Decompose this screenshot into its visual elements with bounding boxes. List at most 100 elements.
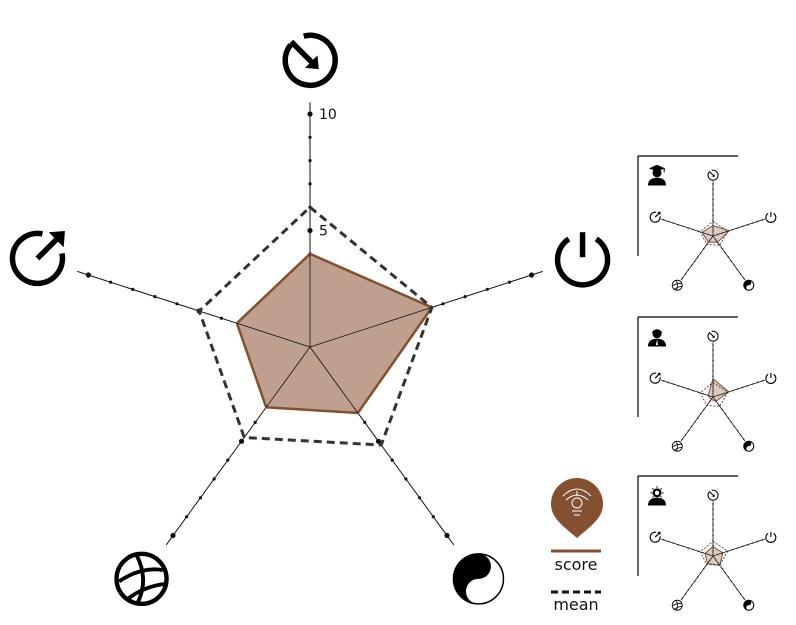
main-axis-tick-mark [441, 302, 445, 306]
small-axis-tick-mark [746, 544, 749, 546]
main-score-polygon [235, 252, 434, 415]
small-axis-tick-mark [742, 597, 745, 599]
small-axis-tick-mark [727, 256, 729, 258]
small-axis-tick-mark [677, 544, 680, 546]
small-axis-tick-mark [730, 260, 732, 262]
small-axis-tick-mark [712, 539, 714, 542]
small-axis-line [660, 379, 714, 398]
small-axis-tick-mark [712, 524, 714, 526]
small-axis-tick-mark [684, 273, 687, 275]
tick-label-10: 10 [319, 107, 337, 123]
small-score-polygon [701, 225, 731, 243]
main-axis-tick-mark [307, 111, 313, 117]
main-axis-tick-mark [185, 515, 189, 519]
main-axis-tick-mark [444, 532, 450, 539]
small-axis-tick-mark [692, 228, 694, 231]
clock-arrow-in-icon [707, 330, 719, 342]
main-axis-tick-mark [170, 532, 176, 539]
small-axis-tick-mark [697, 256, 699, 258]
small-axis-tick-mark [703, 247, 705, 250]
small-mean-polygon [699, 540, 729, 566]
small-axis-tick-mark [672, 222, 675, 224]
small-axis-inner-line [708, 395, 714, 398]
small-axis-line [660, 538, 714, 557]
small-axis-tick-mark [733, 264, 736, 267]
main-axis-tick-mark [418, 496, 422, 500]
small-axis-tick-mark [746, 224, 749, 226]
small-axis-tick-mark [702, 393, 704, 395]
small-axis-tick-mark [733, 425, 736, 428]
main-axis-tick-mark [363, 420, 367, 424]
main-axis-tick-mark [307, 227, 313, 234]
businessman-person-icon [648, 329, 666, 347]
small-axis-tick-mark [697, 230, 699, 232]
main-axis-tick-mark [404, 477, 408, 481]
small-axis-tick-mark [667, 220, 670, 223]
globe-ball-icon [671, 279, 683, 291]
clock-arrow-in-icon [282, 32, 338, 88]
clock-arrow-out-icon [649, 211, 661, 223]
small-axis-inner-line [702, 232, 714, 237]
small-axis-line [712, 396, 746, 442]
small-axis-tick-mark [742, 438, 745, 440]
small-axis-tick-mark [712, 354, 714, 357]
small-axis-tick-mark [756, 220, 759, 223]
small-axis-tick-mark [751, 222, 754, 224]
small-mean-polygon [699, 220, 729, 246]
main-axis-tick-mark [390, 458, 394, 462]
small-axis-tick-mark [730, 580, 732, 582]
small-axis-line [680, 235, 714, 281]
small-radar-panel [637, 155, 777, 291]
main-axis-tick-mark [308, 135, 312, 139]
clock-arrow-out-icon [9, 230, 66, 287]
small-mean-polygon [699, 381, 729, 407]
small-axis-tick-mark [700, 572, 702, 574]
small-axis-tick-mark [721, 408, 723, 411]
small-axis-tick-mark [677, 224, 680, 226]
globe-ball-icon [671, 599, 683, 611]
main-axis-tick-mark [485, 287, 489, 291]
small-axis-tick-mark [682, 386, 684, 389]
small-axis-tick-mark [721, 567, 723, 570]
small-axis-tick-mark [739, 434, 742, 436]
small-axis-tick-mark [742, 277, 745, 279]
small-axis-tick-mark [761, 219, 764, 221]
small-axis-tick-mark [761, 539, 764, 541]
main-axis-tick-mark [219, 316, 223, 320]
small-axis-tick-mark [697, 550, 699, 552]
small-axis-tick-mark [709, 400, 711, 402]
main-axis-tick-mark [85, 272, 91, 278]
small-axis-tick-mark [724, 252, 726, 254]
small-radar-panel [637, 475, 777, 611]
main-axis-tick-mark [212, 477, 216, 481]
small-axis-tick-mark [690, 425, 693, 428]
small-axis-tick-mark [746, 385, 749, 387]
main-axis-inner-line [309, 346, 359, 414]
main-axis-tick-mark [153, 295, 157, 299]
small-axis-tick-mark [681, 597, 684, 599]
small-axis-tick-mark [690, 584, 693, 587]
small-axis-tick-mark [687, 227, 689, 229]
small-axis-tick-mark [692, 548, 694, 551]
small-axis-tick-mark [712, 370, 714, 372]
small-axis-tick-mark [712, 198, 714, 201]
small-axis-tick-mark [737, 547, 739, 549]
small-axis-inner-line [712, 235, 718, 243]
small-axis-tick-mark [712, 508, 714, 510]
small-axis-tick-mark [727, 417, 729, 419]
small-axis-tick-mark [667, 540, 670, 543]
small-radar-panel [637, 316, 777, 452]
small-axis-tick-mark [756, 381, 759, 384]
small-axis-tick-mark [712, 349, 714, 351]
small-axis-tick-mark [712, 209, 714, 211]
clock-arrow-in-icon [707, 169, 719, 181]
small-axis-tick-mark [682, 545, 684, 548]
small-axis-tick-mark [700, 413, 702, 415]
graduate-person-icon [648, 164, 666, 186]
small-axis-inner-line [705, 553, 714, 557]
main-axis-tick-mark [198, 496, 202, 500]
small-axis-tick-mark [724, 413, 726, 415]
small-axis-tick-mark [697, 417, 699, 419]
main-axis-tick-mark [226, 458, 230, 462]
